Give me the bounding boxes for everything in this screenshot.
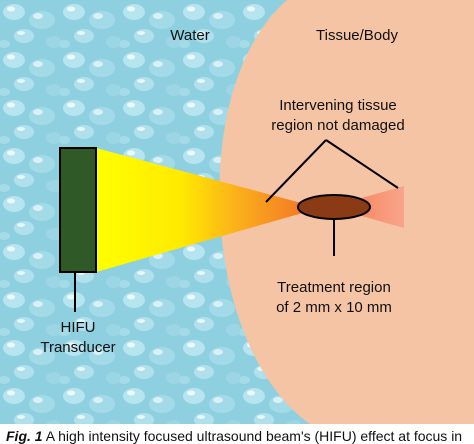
ultrasound-beam	[89, 148, 320, 272]
tissue-body-label: Tissue/Body	[316, 27, 398, 44]
figure-caption: Fig. 1 A high intensity focused ultrasou…	[6, 429, 474, 444]
intervening-tissue-label-line1: Intervening tissue	[279, 97, 397, 114]
intervening-tissue-label-line2: region not damaged	[271, 117, 404, 134]
intervening-leader-left	[265, 139, 327, 203]
intervening-leader-right	[325, 139, 399, 189]
transducer-label-line1: HIFU	[61, 319, 96, 336]
figure-number: Fig. 1	[6, 429, 43, 444]
treatment-focal-zone	[297, 194, 371, 220]
treatment-region-label-line2: of 2 mm x 10 mm	[276, 299, 392, 316]
water-label: Water	[170, 27, 209, 44]
treatment-region-label-line1: Treatment region	[277, 279, 391, 296]
hifu-transducer	[59, 147, 97, 273]
caption-text: A high intensity focused ultrasound beam…	[45, 429, 463, 444]
hifu-diagram: Water Tissue/Body Intervening tissue reg…	[0, 0, 474, 424]
transducer-label-line2: Transducer	[40, 339, 115, 356]
